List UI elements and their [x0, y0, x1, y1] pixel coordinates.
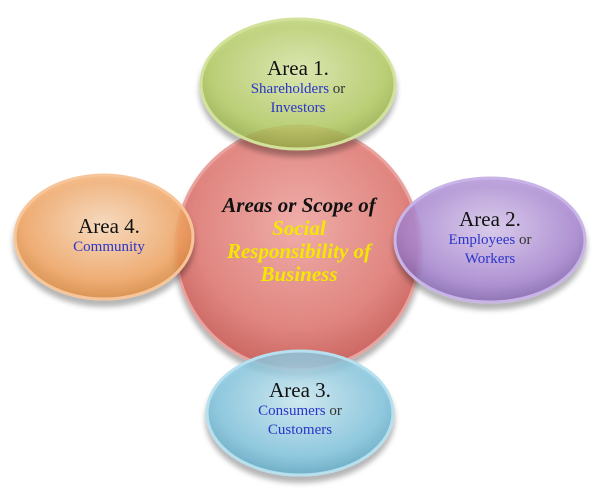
area4-label: Area 4. Community — [34, 214, 184, 257]
area3-desc-a: Consumers — [258, 403, 326, 419]
center-label: Areas or Scope of Social Responsibility … — [196, 194, 402, 286]
area1-desc-a: Shareholders — [250, 81, 330, 97]
center-line-2: Social — [272, 216, 326, 240]
area1-label: Area 1. Shareholders or Investors — [218, 56, 378, 118]
center-line-4: Business — [260, 262, 338, 286]
area4-title: Area 4. — [78, 214, 140, 238]
area3-ellipse — [205, 349, 395, 477]
area1-title: Area 1. — [267, 56, 329, 80]
area4-ellipse — [13, 173, 195, 301]
area2-desc-or: or — [518, 232, 532, 248]
area2-label: Area 2. Employees or Workers — [410, 207, 570, 269]
area1-desc-b: Investors — [270, 100, 326, 116]
area3-desc-b: Customers — [267, 422, 333, 438]
area2-ellipse — [393, 176, 587, 304]
area3-desc-or: or — [329, 403, 342, 419]
area3-title: Area 3. — [269, 378, 331, 402]
area2-desc-a: Employees — [448, 232, 516, 248]
area2-desc-b: Workers — [464, 251, 516, 267]
area1-desc-or: or — [332, 81, 346, 97]
area4-desc-a: Community — [73, 239, 145, 255]
area3-label: Area 3. Consumers or Customers — [220, 378, 380, 440]
area2-title: Area 2. — [459, 207, 521, 231]
area1-ellipse — [199, 17, 397, 151]
center-line-3: Responsibility of — [226, 239, 372, 263]
center-line-1: Areas or Scope of — [222, 193, 376, 217]
